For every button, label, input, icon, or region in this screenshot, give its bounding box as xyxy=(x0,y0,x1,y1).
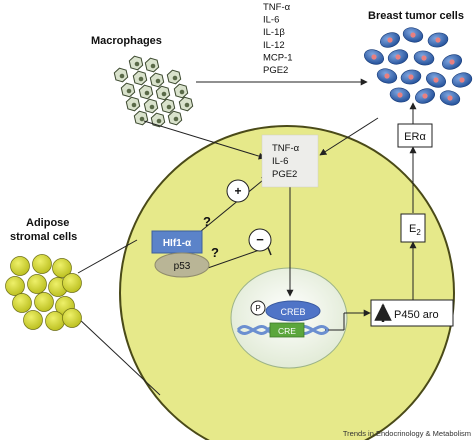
zoom-line-top xyxy=(77,239,138,274)
top-cytokine-item: TNF-α xyxy=(263,2,291,13)
macrophage-nucleus xyxy=(161,91,167,97)
adipocyte xyxy=(10,256,30,276)
center-cytokine-item: IL-6 xyxy=(272,156,288,167)
adipocyte xyxy=(34,292,54,312)
macrophage-nucleus xyxy=(144,90,150,96)
center-cytokine-item: TNF-α xyxy=(272,143,300,154)
tumor-cell-nucleus xyxy=(447,95,453,101)
tumor-cell-nucleus xyxy=(449,59,455,65)
minus-circle xyxy=(248,228,272,252)
cre-label: CRE xyxy=(278,326,296,336)
macrophage-nucleus xyxy=(166,104,172,110)
arrow-hif-to-cytokines xyxy=(194,175,269,237)
plus-circle xyxy=(226,179,250,203)
macrophage-nucleus xyxy=(119,73,125,79)
tumor-cell-nucleus xyxy=(371,54,377,60)
e2-box xyxy=(400,213,426,243)
macrophage-nucleus xyxy=(184,102,190,108)
phosphate-label: P xyxy=(255,304,260,313)
tumor-cell-nucleus xyxy=(421,55,427,61)
macrophage-nucleus xyxy=(173,116,179,122)
top-cytokine-item: MCP-1 xyxy=(263,52,293,63)
tumor-cell-nucleus xyxy=(384,73,390,79)
tumor-cell-nucleus xyxy=(459,77,465,83)
top-cytokine-item: IL-1β xyxy=(263,27,285,38)
adipocyte xyxy=(32,254,52,274)
tumor-cell-nucleus xyxy=(435,37,441,43)
macrophage-nucleus xyxy=(131,102,137,108)
macrophages-label: Macrophages xyxy=(91,35,162,47)
creb-ellipse xyxy=(265,300,321,322)
e2-label: E2 xyxy=(409,223,421,237)
e2-base: E xyxy=(409,223,416,235)
adipocyte xyxy=(62,308,82,328)
arrow-macrophages-to-cytokines xyxy=(143,120,266,160)
minus-sign: − xyxy=(256,232,264,247)
question-mark-p53: ? xyxy=(211,245,219,260)
e2-subscript: 2 xyxy=(416,228,421,237)
macrophage-nucleus xyxy=(156,118,162,124)
question-mark-hif: ? xyxy=(203,214,211,229)
cre-box xyxy=(269,322,305,338)
macrophage-cluster xyxy=(113,55,194,128)
creb-label: CREB xyxy=(280,307,305,317)
adipocyte xyxy=(62,273,82,293)
er-alpha-label: ERα xyxy=(404,131,426,143)
breast-tumor-cells-label: Breast tumor cells xyxy=(368,10,464,22)
macrophage-nucleus xyxy=(134,61,140,67)
tumor-cell-nucleus xyxy=(410,32,416,38)
tumor-cell-nucleus xyxy=(397,92,403,98)
tumor-cell-nucleus xyxy=(395,54,401,60)
adipocyte xyxy=(12,293,32,313)
tumor-cell-nucleus xyxy=(433,77,439,83)
tumor-cell-nucleus xyxy=(387,37,393,43)
credit-text: Trends in Endocrinology & Metabolism xyxy=(343,429,471,438)
center-cytokine-item: PGE2 xyxy=(272,169,297,180)
tumor-cell-cluster xyxy=(364,27,473,106)
adipocyte xyxy=(52,258,72,278)
adipocyte xyxy=(23,310,43,330)
p450-label: P450 aro xyxy=(394,309,439,321)
eralpha-box xyxy=(397,123,433,148)
plus-sign: + xyxy=(234,184,241,198)
adipocyte xyxy=(27,274,47,294)
macrophage-nucleus xyxy=(155,78,161,84)
macrophage-nucleus xyxy=(172,75,178,81)
phosphate-circle xyxy=(250,300,266,316)
p53-label: p53 xyxy=(174,261,191,272)
macrophage-nucleus xyxy=(150,63,156,69)
tumor-cell-nucleus xyxy=(422,93,428,99)
zoom-line-bottom xyxy=(77,317,161,396)
top-cytokine-item: IL-6 xyxy=(263,15,279,26)
adipocyte xyxy=(5,276,25,296)
hif1a-label: HIf1-α xyxy=(163,238,192,249)
adipocyte xyxy=(45,311,65,331)
macrophage-nucleus xyxy=(126,88,132,94)
macrophage-nucleus xyxy=(179,89,185,95)
top-cytokine-item: IL-12 xyxy=(263,40,285,51)
arrow-tumor-to-cytokines xyxy=(319,117,379,156)
macrophage-nucleus xyxy=(139,116,145,122)
tumor-cell-nucleus xyxy=(408,74,414,80)
adipocyte-cluster xyxy=(5,254,82,331)
p53-ellipse xyxy=(154,252,210,278)
adipose-label-line2: stromal cells xyxy=(10,231,77,243)
top-cytokine-item: PGE2 xyxy=(263,65,288,76)
cytokine-box xyxy=(261,134,319,188)
adipose-label-line1: Adipose xyxy=(26,217,69,229)
macrophage-nucleus xyxy=(149,104,155,110)
macrophage-nucleus xyxy=(138,76,144,82)
